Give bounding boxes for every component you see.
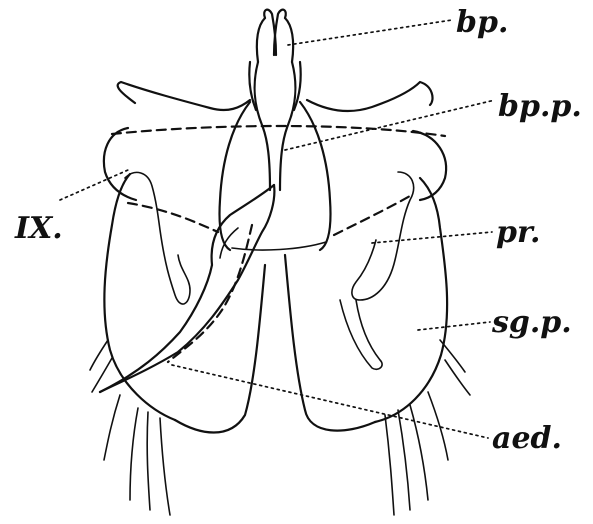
leader-aed (172, 365, 488, 438)
label-bp: bp. (456, 5, 508, 40)
label-bpp: bp.p. (498, 89, 582, 124)
aedeagus (100, 185, 274, 392)
basal-plate (249, 10, 301, 190)
setae (90, 340, 470, 515)
label-ix: IX. (14, 211, 63, 246)
basal-plate-processes (219, 102, 330, 250)
leader-pr (372, 232, 492, 243)
leader-bpp (285, 100, 495, 150)
right-paramere (285, 172, 447, 431)
leader-sgp (418, 322, 490, 330)
label-aed: aed. (492, 421, 562, 456)
label-sgp: sg.p. (491, 305, 572, 340)
leader-bp (288, 20, 452, 45)
ninth-segment (104, 82, 446, 235)
left-paramere (104, 172, 265, 432)
label-pr: pr. (496, 215, 540, 250)
